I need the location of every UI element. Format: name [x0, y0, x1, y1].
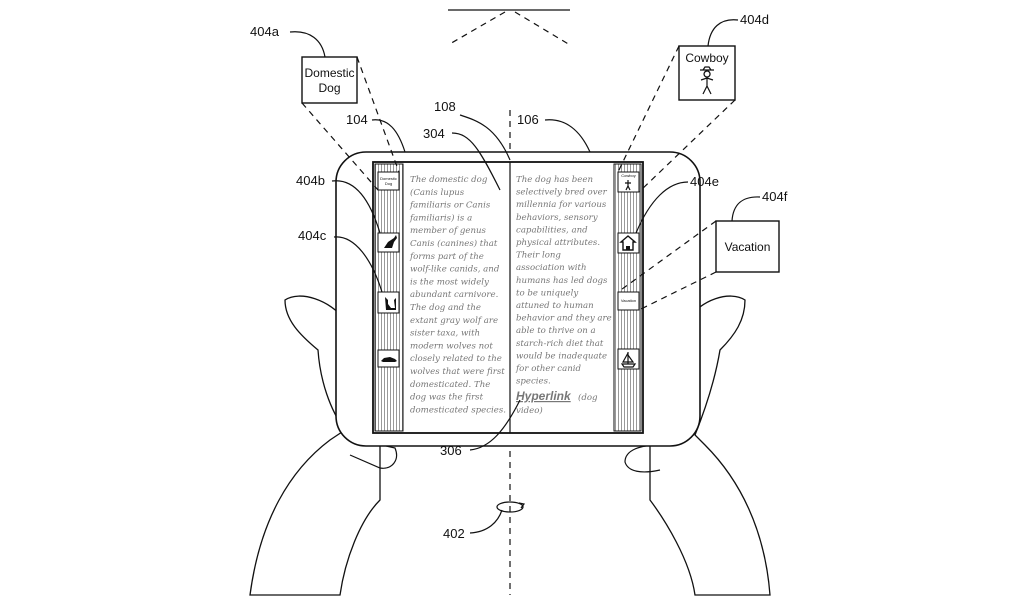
- svg-text:Vacation: Vacation: [725, 240, 771, 254]
- text-line: association with: [516, 263, 587, 273]
- text-line: forms part of the: [409, 252, 484, 262]
- svg-text:306: 306: [440, 443, 462, 458]
- svg-text:304: 304: [423, 126, 445, 141]
- left-page-text: The domestic dog (Canis lupus familiaris o…: [409, 175, 506, 415]
- text-line: wolf-like canids, and: [410, 265, 500, 275]
- text-line: capabilities, and: [516, 225, 588, 235]
- svg-text:104: 104: [346, 112, 368, 127]
- svg-text:404d: 404d: [740, 12, 769, 27]
- svg-text:Dog: Dog: [318, 81, 340, 95]
- text-line: member of genus: [410, 226, 487, 236]
- thumb-label: Cowboy: [621, 173, 635, 178]
- text-line: wolves that were first: [410, 367, 505, 377]
- text-line: behavior and they are: [516, 314, 612, 324]
- text-line: domesticated species.: [410, 405, 506, 415]
- right-page-text: The dog has been selectively bred over mil…: [515, 175, 612, 387]
- house-icon[interactable]: [617, 232, 640, 254]
- thumb-label: Domestic: [380, 176, 397, 181]
- text-line: for other canid: [515, 364, 582, 374]
- hyperlink-note: video): [516, 405, 543, 416]
- svg-text:404b: 404b: [296, 173, 325, 188]
- svg-text:Domestic: Domestic: [304, 66, 354, 80]
- text-line: sister taxa, with: [410, 329, 480, 339]
- dog-running-icon[interactable]: [377, 232, 400, 253]
- text-line: modern wolves not: [410, 341, 493, 351]
- text-line: species.: [516, 377, 551, 387]
- text-line: attuned to human: [516, 301, 594, 311]
- text-line: selectively bred over: [516, 188, 608, 198]
- car-icon[interactable]: [377, 349, 400, 368]
- text-line: starch-rich diet that: [516, 339, 604, 349]
- svg-text:108: 108: [434, 99, 456, 114]
- text-line: familiaris) is a: [409, 212, 472, 223]
- svg-text:Cowboy: Cowboy: [685, 51, 728, 65]
- text-line: humans has led dogs: [516, 276, 608, 286]
- reference-labels: 404a 404d 108 304 104 106 404b 404c 404e…: [250, 12, 788, 541]
- cat-icon[interactable]: [377, 291, 400, 314]
- text-line: closely related to the: [410, 354, 502, 364]
- text-line: to be uniquely: [516, 288, 578, 298]
- text-line: The dog and the: [410, 303, 481, 313]
- text-line: is the most widely: [410, 277, 489, 287]
- text-line: domesticated. The: [410, 380, 490, 390]
- svg-text:404a: 404a: [250, 24, 280, 39]
- svg-text:404e: 404e: [690, 174, 719, 189]
- text-line: The dog has been: [516, 175, 593, 185]
- thumb-label: Vacation: [621, 298, 636, 303]
- device-screen: [372, 161, 644, 434]
- text-line: Canis (canines) that: [410, 238, 498, 249]
- text-line: extant gray wolf are: [410, 316, 498, 326]
- domestic-dog-callout: Domestic Dog: [301, 56, 400, 191]
- text-line: able to thrive on a: [516, 326, 596, 336]
- svg-text:404f: 404f: [762, 189, 788, 204]
- cowboy-thumbnail[interactable]: Cowboy: [617, 171, 640, 193]
- text-line: (Canis lupus: [410, 187, 465, 198]
- text-line: familiaris or Canis: [409, 201, 491, 211]
- text-line: Their long: [516, 251, 561, 261]
- hyperlink[interactable]: Hyperlink: [516, 389, 572, 403]
- viewpoint-lines: [447, 9, 571, 46]
- text-line: abundant carnivore.: [410, 290, 498, 300]
- vacation-callout: Vacation: [617, 220, 780, 311]
- vacation-thumbnail[interactable]: Vacation: [617, 291, 640, 311]
- thumb-label: Dog: [385, 181, 392, 186]
- svg-text:106: 106: [517, 112, 539, 127]
- cowboy-callout: Cowboy: [617, 45, 736, 193]
- text-line: dog was the first: [410, 393, 484, 403]
- rotation-arrow-icon: [496, 501, 526, 513]
- text-line: would be inadequate: [516, 351, 607, 361]
- svg-text:402: 402: [443, 526, 465, 541]
- domestic-dog-thumbnail[interactable]: Domestic Dog: [377, 171, 400, 191]
- text-line: millennia for various: [516, 200, 607, 210]
- text-line: physical attributes.: [516, 238, 600, 248]
- svg-text:404c: 404c: [298, 228, 327, 243]
- hyperlink-note: (dog: [578, 392, 598, 403]
- cowboy-icon: [700, 66, 714, 95]
- text-line: The domestic dog: [410, 175, 488, 185]
- text-line: behaviors, sensory: [516, 213, 598, 223]
- sailboat-icon[interactable]: [617, 348, 640, 370]
